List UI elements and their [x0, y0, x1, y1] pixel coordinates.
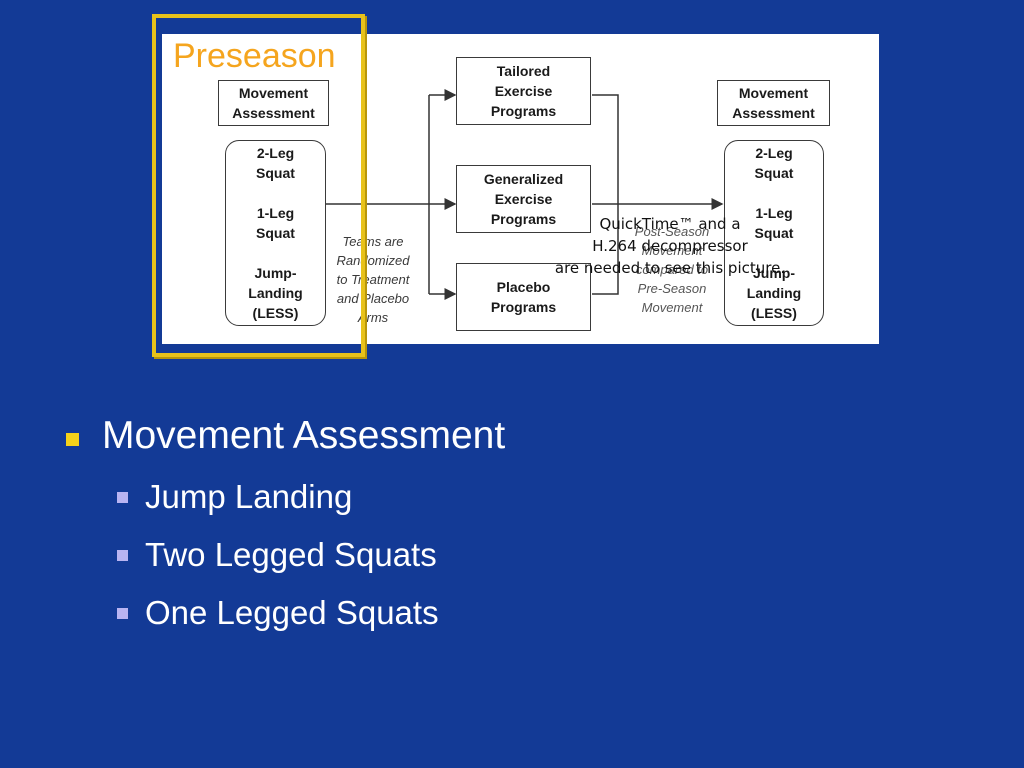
connector-tailored-out	[592, 94, 619, 204]
right-assessment-header: Movement Assessment	[717, 80, 830, 126]
note-line: Randomized	[336, 253, 410, 268]
sub-bullet: Jump Landing	[62, 468, 962, 526]
right-test-line: Landing	[746, 285, 802, 301]
bullet-list: Movement Assessment Jump Landing Two Leg…	[62, 412, 962, 642]
note-line: Teams are	[342, 234, 404, 249]
left-test-line: Jump-	[254, 265, 297, 281]
square-sub-bullet-icon	[117, 492, 128, 503]
right-header-line-1: Movement	[738, 85, 809, 101]
quicktime-notice: QuickTime™ and a H.264 decompressor are …	[520, 213, 820, 279]
right-test-line: 1-Leg	[755, 205, 793, 221]
program-line: Exercise	[494, 191, 553, 207]
randomization-note: Teams are Randomized to Treatment and Pl…	[328, 232, 418, 327]
right-test-line: (LESS)	[751, 305, 797, 321]
program-line: Programs	[490, 211, 557, 227]
note-line: and Placebo	[336, 291, 410, 306]
program-line: Exercise	[494, 83, 553, 99]
quicktime-line: QuickTime™ and a	[599, 215, 741, 233]
note-line: to Treatment	[336, 272, 410, 287]
left-test-line: 2-Leg	[256, 145, 295, 161]
right-test-line: 2-Leg	[755, 145, 793, 161]
right-tests-box: 2-Leg Squat 1-Leg Squat Jump- Landing (L…	[724, 140, 824, 326]
note-line: Movement	[641, 243, 703, 258]
preseason-highlight-frame	[152, 14, 365, 357]
quicktime-line: H.264 decompressor	[592, 237, 748, 255]
note-line: Pre-Season	[637, 281, 707, 296]
comparison-note: Post-Season Movement compared to Pre-Sea…	[624, 222, 720, 317]
placebo-program-box: Placebo Programs	[456, 263, 591, 331]
left-test-line: (LESS)	[252, 305, 299, 321]
preseason-label: Preseason	[173, 37, 336, 75]
note-line: Movement	[641, 300, 703, 315]
note-line: compared to	[635, 262, 709, 277]
note-line: Post-Season	[634, 224, 710, 239]
right-test-line: Jump-	[753, 265, 795, 281]
right-test-line: Squat	[754, 165, 794, 181]
right-header-line-2: Assessment	[732, 105, 815, 121]
program-line: Placebo	[496, 279, 551, 295]
bullet-main: Movement Assessment	[62, 412, 962, 460]
quicktime-line: are needed to see this picture.	[554, 259, 786, 277]
left-test-line: 1-Leg	[256, 205, 295, 221]
square-sub-bullet-icon	[117, 550, 128, 561]
tailored-program-box: Tailored Exercise Programs	[456, 57, 591, 125]
left-test-line: Squat	[256, 165, 295, 181]
right-test-line: Squat	[754, 225, 794, 241]
sub-bullet-text: Jump Landing	[145, 478, 353, 515]
bullet-main-text: Movement Assessment	[102, 414, 506, 457]
diagram-connectors	[326, 89, 724, 300]
sub-bullet: Two Legged Squats	[62, 526, 962, 584]
program-line: Programs	[490, 103, 557, 119]
connector-placebo-out	[592, 204, 619, 295]
square-bullet-icon	[66, 433, 79, 446]
sub-bullet-text: One Legged Squats	[145, 594, 439, 631]
sub-bullet: One Legged Squats	[62, 584, 962, 642]
left-assessment-header: Movement Assessment	[218, 80, 329, 126]
study-design-diagram: Movement Assessment 2-Leg Squat 1-Leg Sq…	[162, 34, 879, 344]
left-test-line: Landing	[248, 285, 303, 301]
left-header-line-2: Assessment	[232, 105, 315, 121]
left-test-line: Squat	[256, 225, 295, 241]
sub-bullet-text: Two Legged Squats	[145, 536, 437, 573]
square-sub-bullet-icon	[117, 608, 128, 619]
program-line: Programs	[490, 299, 557, 315]
left-header-line-1: Movement	[238, 85, 309, 101]
generalized-program-box: Generalized Exercise Programs	[456, 165, 591, 233]
program-line: Tailored	[496, 63, 551, 79]
left-tests-box: 2-Leg Squat 1-Leg Squat Jump- Landing (L…	[225, 140, 326, 326]
note-line: Arms	[357, 310, 389, 325]
program-line: Generalized	[483, 171, 564, 187]
